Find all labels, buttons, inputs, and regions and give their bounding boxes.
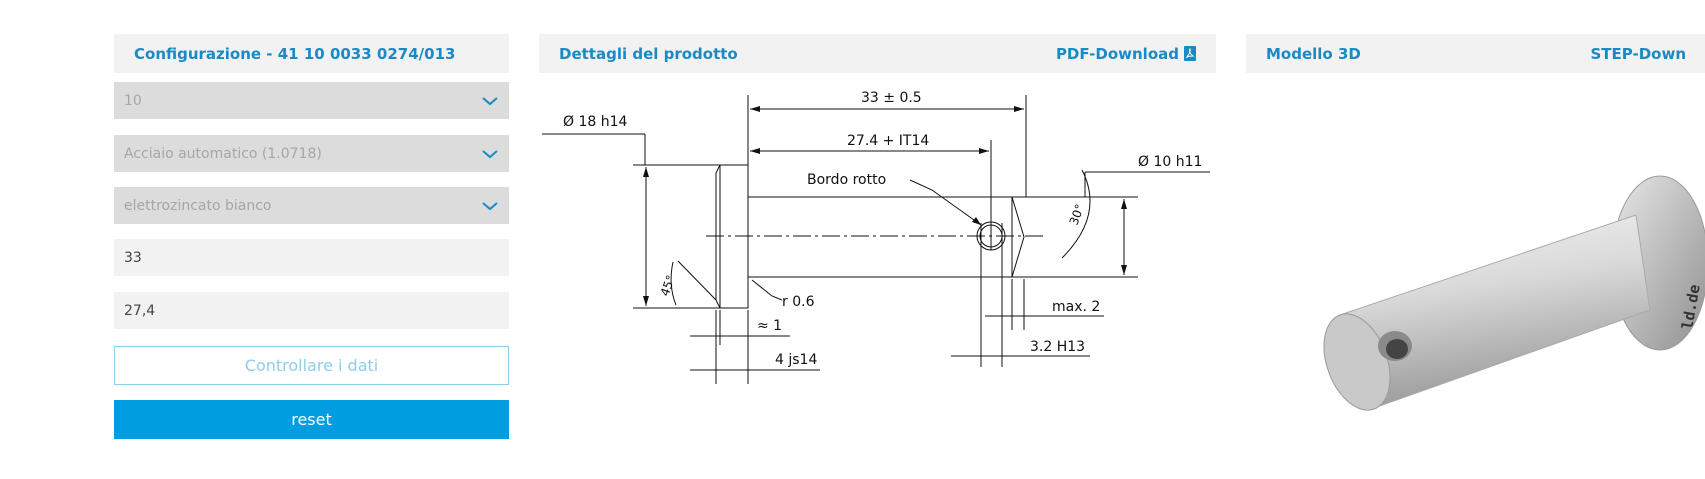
radius-label: r 0.6	[782, 294, 815, 310]
step-download-link[interactable]: STEP-Down	[1590, 45, 1686, 63]
config-header: Configurazione - 41 10 0033 0274/013	[114, 34, 509, 73]
chevron-down-icon	[482, 149, 498, 158]
3d-model-viewer[interactable]: ld.de	[1246, 86, 1705, 479]
model-title: Modello 3D	[1266, 44, 1361, 63]
chevron-down-icon	[482, 201, 498, 210]
clamp-length-input-value: 27,4	[124, 302, 156, 319]
length-input-value: 33	[124, 249, 142, 266]
pdf-download-link[interactable]: PDF-Download	[1056, 45, 1196, 63]
edge-label: Bordo rotto	[807, 172, 886, 188]
material-select[interactable]: Acciaio automatico (1.0718)	[114, 135, 509, 172]
head-thickness-label: 4 js14	[775, 352, 817, 368]
approx-label: ≈ 1	[757, 318, 782, 334]
angle-30-label: 30°	[1067, 202, 1087, 227]
step-download-label: STEP-Down	[1590, 44, 1686, 63]
diameter-select-value: 10	[124, 92, 142, 109]
reset-button[interactable]: reset	[114, 400, 509, 439]
max-label: max. 2	[1052, 299, 1100, 315]
length-input[interactable]: 33	[114, 239, 509, 276]
shaft-diameter-label: Ø 10 h11	[1138, 154, 1202, 170]
diameter-select[interactable]: 10	[114, 82, 509, 119]
technical-drawing: Ø 18 h14 33 ± 0.5 27.4 + IT14 Bordo rott…	[542, 90, 1210, 384]
model-header: Modello 3D STEP-Down	[1246, 34, 1705, 73]
details-title: Dettagli del prodotto	[559, 44, 738, 63]
finish-select-value: elettrozincato bianco	[124, 197, 272, 214]
angle-45-label: 45°	[658, 273, 678, 298]
clamp-length-label: 27.4 + IT14	[847, 133, 929, 149]
hole-diameter-label: 3.2 H13	[1030, 339, 1085, 355]
pdf-download-label: PDF-Download	[1055, 44, 1179, 63]
material-select-value: Acciaio automatico (1.0718)	[124, 145, 322, 162]
pdf-file-icon	[1184, 46, 1196, 61]
chevron-down-icon	[482, 96, 498, 105]
clamp-length-input[interactable]: 27,4	[114, 292, 509, 329]
pin-hole-inner	[1386, 339, 1408, 359]
details-header: Dettagli del prodotto PDF-Download	[539, 34, 1216, 73]
config-title: Configurazione - 41 10 0033 0274/013	[134, 44, 456, 63]
length-label: 33 ± 0.5	[861, 90, 922, 106]
head-diameter-label: Ø 18 h14	[563, 114, 628, 130]
finish-select[interactable]: elettrozincato bianco	[114, 187, 509, 224]
check-data-button[interactable]: Controllare i dati	[114, 346, 509, 385]
